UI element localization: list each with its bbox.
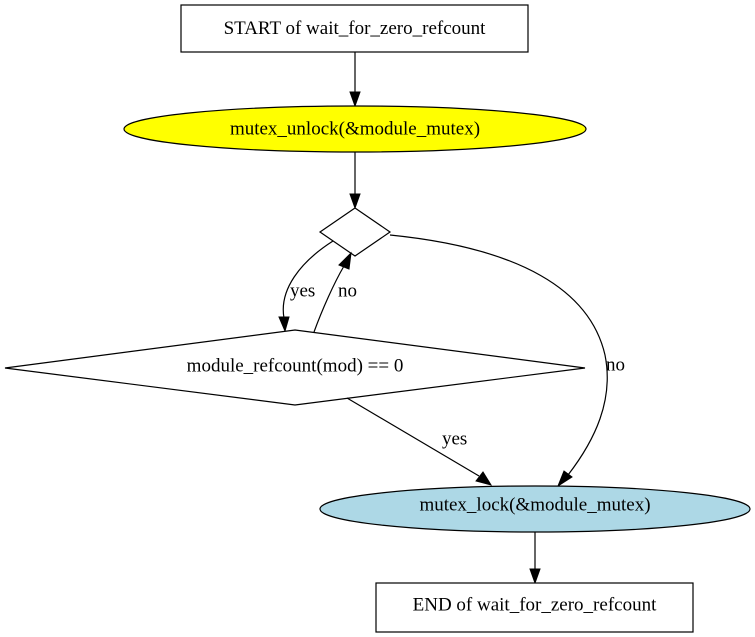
edge-lock-to-end — [529, 532, 541, 585]
arrowhead — [529, 568, 541, 585]
edge-label-check-no: no — [338, 281, 357, 302]
refcount-check-diamond — [4, 329, 586, 406]
loop-decision-diamond — [318, 207, 392, 257]
arrowhead — [278, 316, 290, 333]
arrowhead — [338, 251, 352, 270]
lock-node-label: mutex_lock(&module_mutex) — [419, 495, 650, 516]
loop-decision-node — [318, 207, 392, 257]
edge-loop-no: no — [389, 234, 625, 488]
edge-unlock-to-loop — [349, 152, 361, 210]
start-node-label: START of wait_for_zero_refcount — [224, 18, 487, 39]
end-node-label: END of wait_for_zero_refcount — [413, 595, 657, 616]
edge-loop-yes: yes — [278, 240, 334, 333]
unlock-node-label: mutex_unlock(&module_mutex) — [230, 119, 480, 140]
edge-label-loop-yes: yes — [290, 281, 315, 302]
refcount-check-label: module_refcount(mod) == 0 — [187, 356, 404, 377]
start-node: START of wait_for_zero_refcount — [180, 4, 529, 53]
unlock-node: mutex_unlock(&module_mutex) — [123, 105, 587, 153]
edge-start-to-unlock — [349, 52, 361, 108]
edge-label-loop-no: no — [606, 355, 625, 376]
lock-node: mutex_lock(&module_mutex) — [319, 485, 751, 533]
edge-label-check-yes: yes — [442, 429, 467, 450]
edge-check-no: no — [313, 251, 357, 333]
edge-check-yes: yes — [346, 397, 493, 486]
refcount-check-node: module_refcount(mod) == 0 — [4, 329, 586, 406]
start-node-box — [180, 4, 529, 53]
end-node-box — [375, 582, 694, 633]
arrowhead — [556, 470, 573, 488]
arrowhead — [349, 193, 361, 210]
end-node: END of wait_for_zero_refcount — [375, 582, 694, 633]
arrowhead — [475, 471, 493, 486]
arrowhead — [349, 91, 361, 108]
